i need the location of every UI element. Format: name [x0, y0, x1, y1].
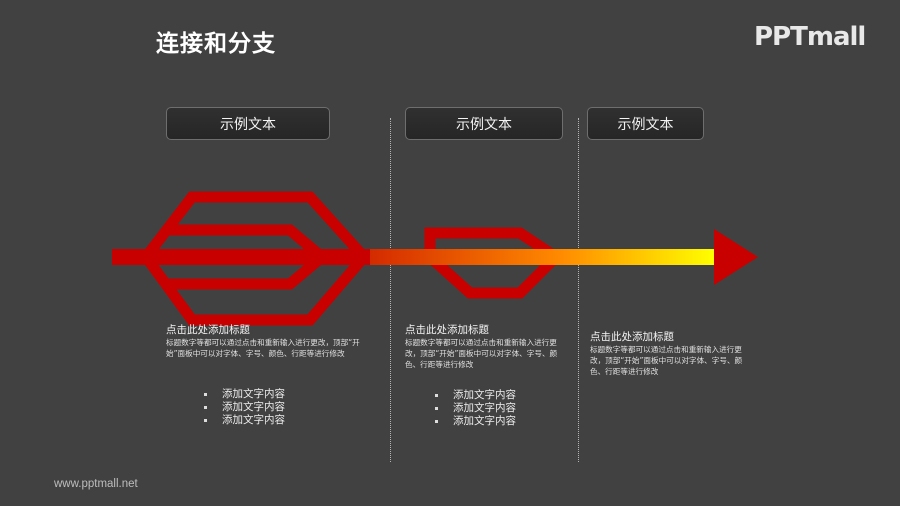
column-heading[interactable]: 点击此处添加标题: [405, 324, 489, 336]
column-description[interactable]: 标题数字等都可以通过点击和重新输入进行更改，顶部“开始”面板中可以对字体、字号、…: [590, 345, 743, 376]
footer-url: www.pptmall.net: [54, 478, 138, 490]
gradient-bar: [370, 249, 715, 265]
column-description[interactable]: 标题数字等都可以通过点击和重新输入进行更改，顶部“开始”面板中可以对字体、字号、…: [166, 338, 360, 358]
bullet-list-2: 添加文字内容 添加文字内容 添加文字内容: [433, 389, 516, 428]
arrow-head-icon: [714, 229, 758, 285]
column-description[interactable]: 标题数字等都可以通过点击和重新输入进行更改，顶部“开始”面板中可以对字体、字号、…: [405, 338, 558, 369]
list-item[interactable]: 添加文字内容: [202, 388, 285, 401]
list-item[interactable]: 添加文字内容: [202, 401, 285, 414]
column-3: 点击此处添加标题 标题数字等都可以通过点击和重新输入进行更改，顶部“开始”面板中…: [590, 331, 753, 377]
column-2: 点击此处添加标题 标题数字等都可以通过点击和重新输入进行更改，顶部“开始”面板中…: [405, 324, 568, 370]
page-title: 连接和分支: [156, 31, 276, 57]
column-divider: [390, 118, 391, 462]
list-item[interactable]: 添加文字内容: [202, 414, 285, 427]
pptmall-logo: PPTmall: [754, 22, 866, 52]
column-heading[interactable]: 点击此处添加标题: [166, 324, 250, 336]
label-box-3[interactable]: 示例文本: [587, 107, 704, 140]
label-box-1[interactable]: 示例文本: [166, 107, 330, 140]
list-item[interactable]: 添加文字内容: [433, 402, 516, 415]
label-box-2[interactable]: 示例文本: [405, 107, 563, 140]
red-bar-segment: [112, 249, 374, 265]
column-heading[interactable]: 点击此处添加标题: [590, 331, 674, 343]
bullet-list-1: 添加文字内容 添加文字内容 添加文字内容: [202, 388, 285, 427]
list-item[interactable]: 添加文字内容: [433, 389, 516, 402]
column-1: 点击此处添加标题 标题数字等都可以通过点击和重新输入进行更改，顶部“开始”面板中…: [166, 324, 371, 359]
list-item[interactable]: 添加文字内容: [433, 415, 516, 428]
column-divider: [578, 118, 579, 462]
